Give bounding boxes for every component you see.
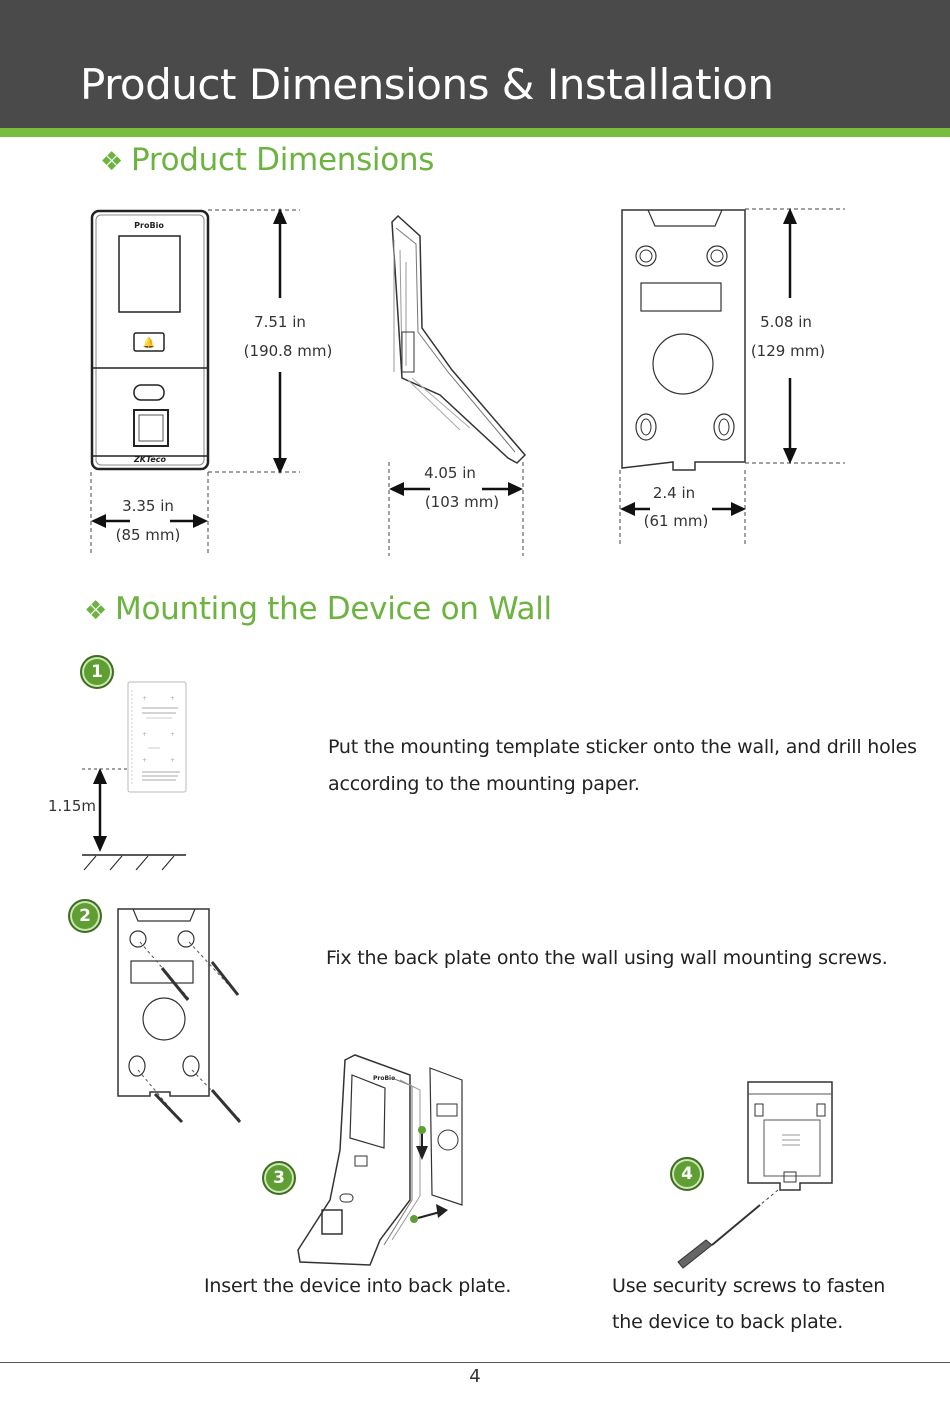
security-screw-illustration bbox=[677, 1081, 833, 1269]
side-depth-mm: (103 mm) bbox=[424, 493, 500, 511]
svg-text:ProBio: ProBio bbox=[373, 1075, 395, 1082]
diamond-bullet-icon: ❖ bbox=[100, 147, 124, 177]
svg-text:+: + bbox=[170, 731, 175, 738]
section-title-text: Mounting the Device on Wall bbox=[115, 591, 552, 627]
section-title-text: Product Dimensions bbox=[131, 142, 435, 178]
step-1-line-2: according to the mounting paper. bbox=[328, 773, 640, 795]
back-plate-drawing bbox=[619, 208, 845, 546]
svg-text:🔔: 🔔 bbox=[143, 337, 155, 349]
step-badge-3: 3 bbox=[262, 1161, 296, 1195]
step-1-line-1: Put the mounting template sticker onto t… bbox=[328, 736, 917, 758]
back-height-mm: (129 mm) bbox=[750, 342, 826, 360]
insert-device-illustration: ProBio bbox=[297, 1054, 463, 1266]
front-height-in: 7.51 in bbox=[254, 313, 306, 331]
header-accent-bar bbox=[0, 128, 950, 137]
back-width-in: 2.4 in bbox=[652, 484, 696, 502]
front-width-in: 3.35 in bbox=[122, 497, 174, 515]
page-header bbox=[0, 0, 950, 128]
svg-text:+: + bbox=[142, 731, 147, 738]
step-2-line-1: Fix the back plate onto the wall using w… bbox=[326, 947, 888, 969]
side-depth-in: 4.05 in bbox=[424, 464, 476, 482]
diamond-bullet-icon: ❖ bbox=[84, 596, 108, 626]
front-height-mm: (190.8 mm) bbox=[243, 342, 333, 360]
step-badge-1: 1 bbox=[80, 655, 114, 689]
svg-text:+: + bbox=[142, 757, 147, 764]
brand-logo-text: ZKTeco bbox=[133, 455, 167, 464]
side-view-drawing bbox=[388, 214, 527, 556]
back-plate-screws-illustration bbox=[117, 908, 242, 1124]
section-title-dimensions: ❖Product Dimensions bbox=[100, 142, 434, 178]
step-badge-2: 2 bbox=[68, 899, 102, 933]
back-height-in: 5.08 in bbox=[760, 313, 812, 331]
mounting-template-illustration: + + + + + + bbox=[82, 681, 187, 871]
step-4-line-1: Use security screws to fasten bbox=[612, 1275, 886, 1297]
step-3-line-1: Insert the device into back plate. bbox=[204, 1275, 512, 1297]
step-badge-4: 4 bbox=[670, 1157, 704, 1191]
section-title-mounting: ❖Mounting the Device on Wall bbox=[84, 591, 552, 627]
svg-text:+: + bbox=[142, 695, 147, 702]
svg-text:+: + bbox=[170, 695, 175, 702]
back-width-mm: (61 mm) bbox=[643, 512, 709, 530]
footer-divider bbox=[0, 1362, 950, 1363]
step-4-line-2: the device to back plate. bbox=[612, 1311, 844, 1333]
svg-text:+: + bbox=[170, 757, 175, 764]
mounting-height-label: 1.15m bbox=[48, 797, 97, 815]
page-number: 4 bbox=[469, 1366, 481, 1387]
front-view-drawing: ProBio 🔔 ZKTeco bbox=[90, 208, 300, 556]
device-logo-text: ProBio bbox=[134, 221, 164, 230]
page-title: Product Dimensions & Installation bbox=[80, 60, 774, 109]
front-width-mm: (85 mm) bbox=[115, 526, 181, 544]
